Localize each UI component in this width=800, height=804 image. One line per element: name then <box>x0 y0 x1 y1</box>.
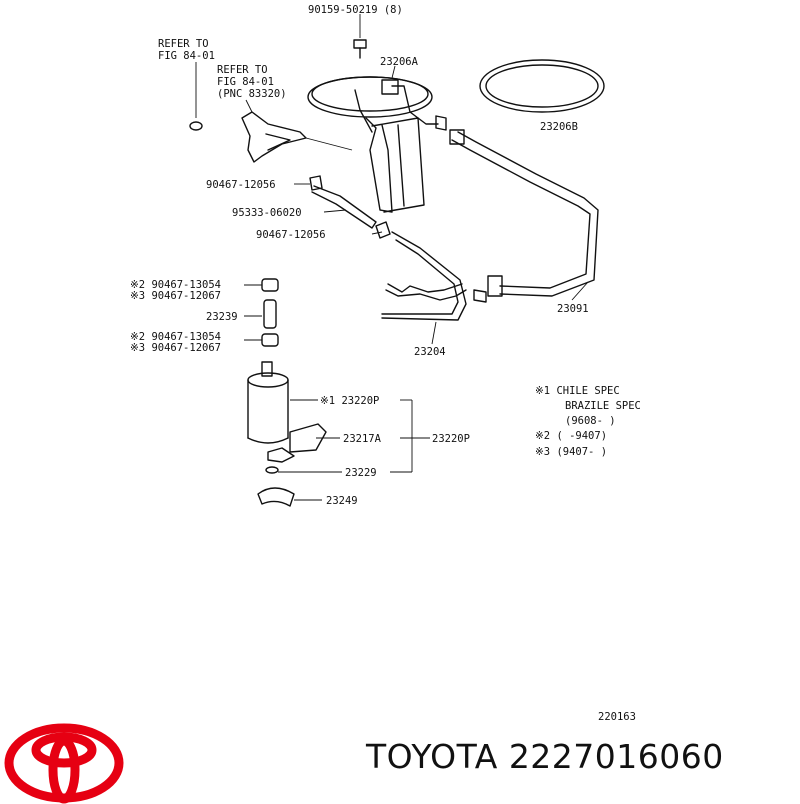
assembly-bracket <box>390 399 430 473</box>
label-23249: 23249 <box>326 495 358 507</box>
label-refer1-line1: REFER TO <box>158 38 209 50</box>
label-refer2-line1: REFER TO <box>217 64 268 76</box>
label-23217A: 23217A <box>343 433 382 445</box>
gasket-part <box>479 59 605 113</box>
label-23229: 23229 <box>345 467 377 479</box>
label-23206B: 23206B <box>540 121 578 133</box>
parts-diagram: 90159-50219 (8) REFER TO FIG 84-01 REFER… <box>130 4 641 720</box>
note1-line2: BRAZILE SPEC <box>565 400 641 412</box>
label-23220P-b: 23220P <box>432 433 470 445</box>
label-a3-top: ※3 90467-12067 <box>130 290 221 302</box>
bracket-part <box>189 62 353 163</box>
clip-hose-parts <box>294 175 391 239</box>
label-hose1: 95333-06020 <box>232 207 302 219</box>
toyota-logo-icon <box>4 723 124 804</box>
filter-part <box>289 423 340 453</box>
label-refer2-line3: (PNC 83320) <box>217 88 287 100</box>
label-clip1: 90467-12056 <box>206 179 276 191</box>
label-bolt: 90159-50219 (8) <box>308 4 403 16</box>
pipe-part <box>381 231 487 345</box>
label-23220P-a: ※1 23220P <box>320 395 379 407</box>
sender-unit-part <box>307 65 447 213</box>
label-clip2: 90467-12056 <box>256 229 326 241</box>
label-23239: 23239 <box>206 311 238 323</box>
label-a3-bot: ※3 90467-12067 <box>130 342 221 354</box>
label-refer1-line2: FIG 84-01 <box>158 50 215 62</box>
note1-line1: ※1 CHILE SPEC <box>535 385 620 397</box>
label-23091: 23091 <box>557 303 589 315</box>
label-a2-bot: ※2 90467-13054 <box>130 331 221 343</box>
fuel-pump-part <box>247 361 318 444</box>
bolt-part <box>353 14 367 59</box>
brand-part-number: TOYOTA 2227016060 <box>366 737 724 776</box>
hose-23239-part <box>244 278 279 347</box>
diagram-id: 220163 <box>598 711 636 720</box>
note3: ※3 (9407- ) <box>535 446 607 458</box>
note1-line3: (9608- ) <box>565 415 616 427</box>
label-23206A: 23206A <box>380 56 419 68</box>
retainer-part <box>265 447 342 474</box>
cushion-part <box>257 487 322 507</box>
label-refer2-line2: FIG 84-01 <box>217 76 274 88</box>
note2: ※2 ( -9407) <box>535 430 607 442</box>
label-a2-top: ※2 90467-13054 <box>130 279 221 291</box>
fuel-line-part <box>449 129 599 301</box>
label-23204: 23204 <box>414 346 446 358</box>
